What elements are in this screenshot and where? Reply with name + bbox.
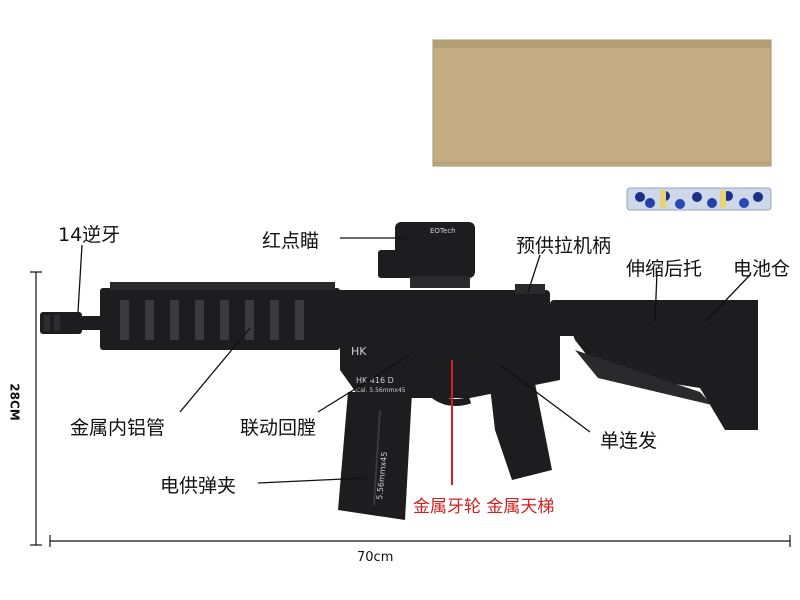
label-gears: 金属牙轮 金属天梯 bbox=[413, 497, 555, 517]
label-battery: 电池仓 bbox=[733, 258, 791, 280]
label-charging-handle: 预供拉机柄 bbox=[516, 235, 612, 257]
label-magazine: 电供弹夹 bbox=[160, 475, 237, 497]
length-dimension: 70cm bbox=[357, 550, 394, 565]
callout-lines bbox=[77, 237, 751, 484]
cardboard-box bbox=[432, 39, 772, 167]
label-semi-auto: 单连发 bbox=[600, 430, 658, 452]
label-stock: 伸缩后托 bbox=[626, 258, 703, 280]
dimension-lines bbox=[30, 271, 791, 547]
label-bolt: 联动回膛 bbox=[240, 417, 317, 439]
height-dimension: 28CM bbox=[7, 383, 22, 421]
rifle bbox=[40, 222, 758, 520]
optic-marking: EOTech bbox=[430, 227, 456, 235]
brand-marking: HK bbox=[351, 345, 367, 358]
label-red-dot: 红点瞄 bbox=[262, 230, 320, 252]
gel-bullets-pack bbox=[626, 187, 772, 211]
label-thread: 14逆牙 bbox=[58, 224, 121, 246]
model-marking: HK 416 D bbox=[356, 376, 394, 385]
label-rail: 金属内铝管 bbox=[70, 417, 166, 439]
caliber-marking: Cal. 5.56mmx45 bbox=[356, 387, 406, 394]
